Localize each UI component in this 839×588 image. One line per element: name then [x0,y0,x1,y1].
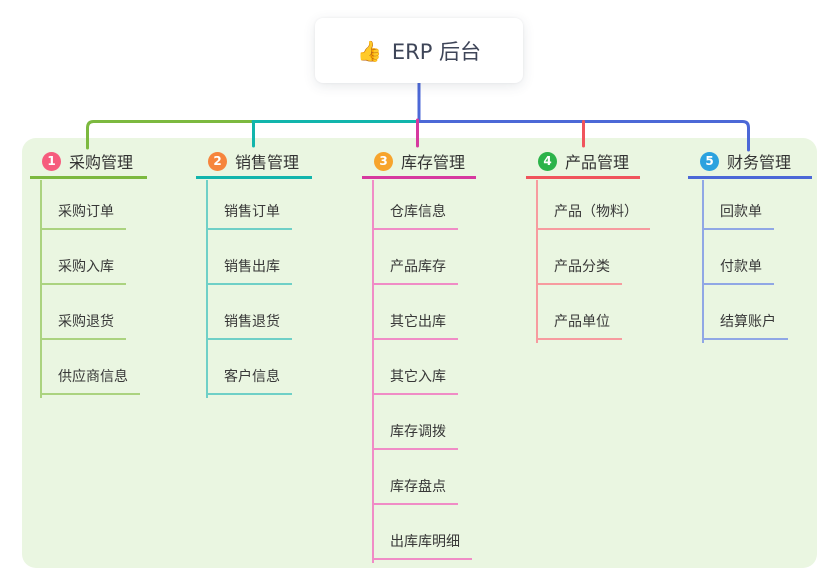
branch-label: 销售管理 [235,153,300,172]
child-node[interactable]: 销售出库 [206,251,292,285]
branch-label: 采购管理 [69,153,134,172]
child-node[interactable]: 销售退货 [206,306,292,340]
child-node[interactable]: 采购退货 [40,306,126,340]
branch-trunk-line [372,180,374,563]
child-node[interactable]: 库存盘点 [372,471,458,505]
branch-trunk-line [702,180,704,343]
root-node[interactable]: 👍 ERP 后台 [315,18,523,83]
child-node[interactable]: 其它出库 [372,306,458,340]
branch-node-purchase[interactable]: 1 采购管理 [30,146,147,179]
child-node[interactable]: 供应商信息 [40,361,140,395]
branch-trunk-line [536,180,538,343]
branch-number-badge: 3 [374,151,393,171]
branch-trunk-line [206,180,208,398]
branch-number-badge: 4 [538,151,557,171]
branch-label: 产品管理 [565,153,630,172]
root-node-label: ERP 后台 [391,39,482,64]
branch-number-badge: 2 [208,151,227,171]
branch-label: 库存管理 [401,153,466,172]
branch-node-sales[interactable]: 2 销售管理 [196,146,312,179]
child-node[interactable]: 客户信息 [206,361,292,395]
child-node[interactable]: 仓库信息 [372,196,458,230]
child-node[interactable]: 库存调拨 [372,416,458,450]
child-node[interactable]: 产品分类 [536,251,622,285]
child-node[interactable]: 结算账户 [702,306,788,340]
child-node[interactable]: 付款单 [702,251,774,285]
branch-number-badge: 5 [700,151,719,171]
branch-node-product[interactable]: 4 产品管理 [526,146,640,179]
child-node[interactable]: 出库库明细 [372,526,472,560]
child-node[interactable]: 产品（物料） [536,196,650,230]
child-node[interactable]: 回款单 [702,196,774,230]
branch-trunk-line [40,180,42,398]
branch-number-badge: 1 [42,151,61,171]
child-node[interactable]: 产品库存 [372,251,458,285]
child-node[interactable]: 产品单位 [536,306,622,340]
thumbs-up-icon: 👍 [356,38,382,63]
child-node[interactable]: 其它入库 [372,361,458,395]
child-node[interactable]: 采购入库 [40,251,126,285]
child-node[interactable]: 销售订单 [206,196,292,230]
mindmap-background-panel [22,138,817,568]
branch-label: 财务管理 [727,153,792,172]
branch-node-finance[interactable]: 5 财务管理 [688,146,812,179]
branch-node-inventory[interactable]: 3 库存管理 [362,146,476,179]
child-node[interactable]: 采购订单 [40,196,126,230]
